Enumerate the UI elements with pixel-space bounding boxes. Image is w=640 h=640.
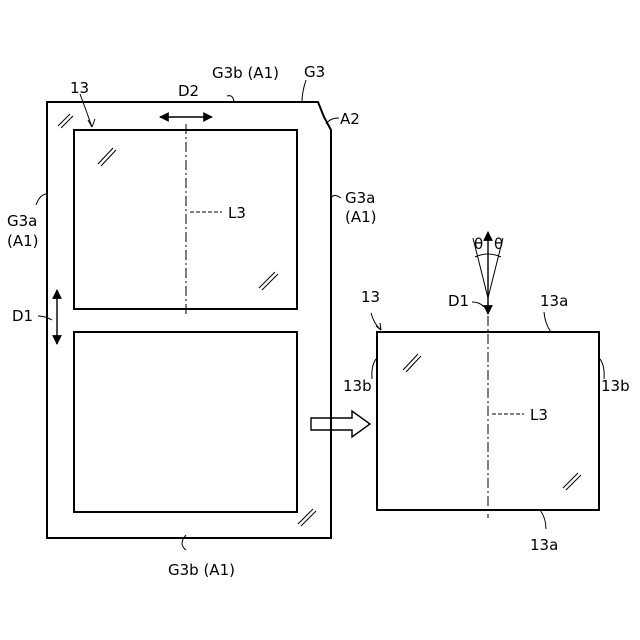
label-13b-right: 13b <box>601 377 630 395</box>
label-13b-left: 13b <box>343 377 372 395</box>
label-d2: D2 <box>178 82 199 100</box>
lower-panel <box>74 332 297 512</box>
label-g3a-left-1: G3a <box>7 212 37 230</box>
transfer-arrow <box>311 411 370 437</box>
label-l3-right: L3 <box>530 406 548 424</box>
label-l3-left: L3 <box>228 204 246 222</box>
label-theta-right: θ <box>494 235 503 253</box>
label-13a-top: 13a <box>540 292 568 310</box>
label-a2: A2 <box>340 110 360 128</box>
label-panel-13: 13 <box>361 288 380 306</box>
label-13a-bottom: 13a <box>530 536 558 554</box>
label-d1-left: D1 <box>12 307 33 325</box>
label-glass-13: 13 <box>70 79 89 97</box>
reflection-marks-left <box>58 114 316 526</box>
leader-lines-left <box>36 80 341 550</box>
label-g3b-bottom: G3b (A1) <box>168 561 235 579</box>
label-theta-left: θ <box>474 235 483 253</box>
reflection-marks-right <box>403 354 581 490</box>
label-g3a-left-2: (A1) <box>7 232 39 250</box>
label-g3b-top: G3b (A1) <box>212 64 279 82</box>
label-g3: G3 <box>304 63 325 81</box>
glass-sheet-g3 <box>47 102 331 538</box>
label-g3a-right-2: (A1) <box>345 208 377 226</box>
label-g3a-right-1: G3a <box>345 189 375 207</box>
label-d1-right: D1 <box>448 292 469 310</box>
